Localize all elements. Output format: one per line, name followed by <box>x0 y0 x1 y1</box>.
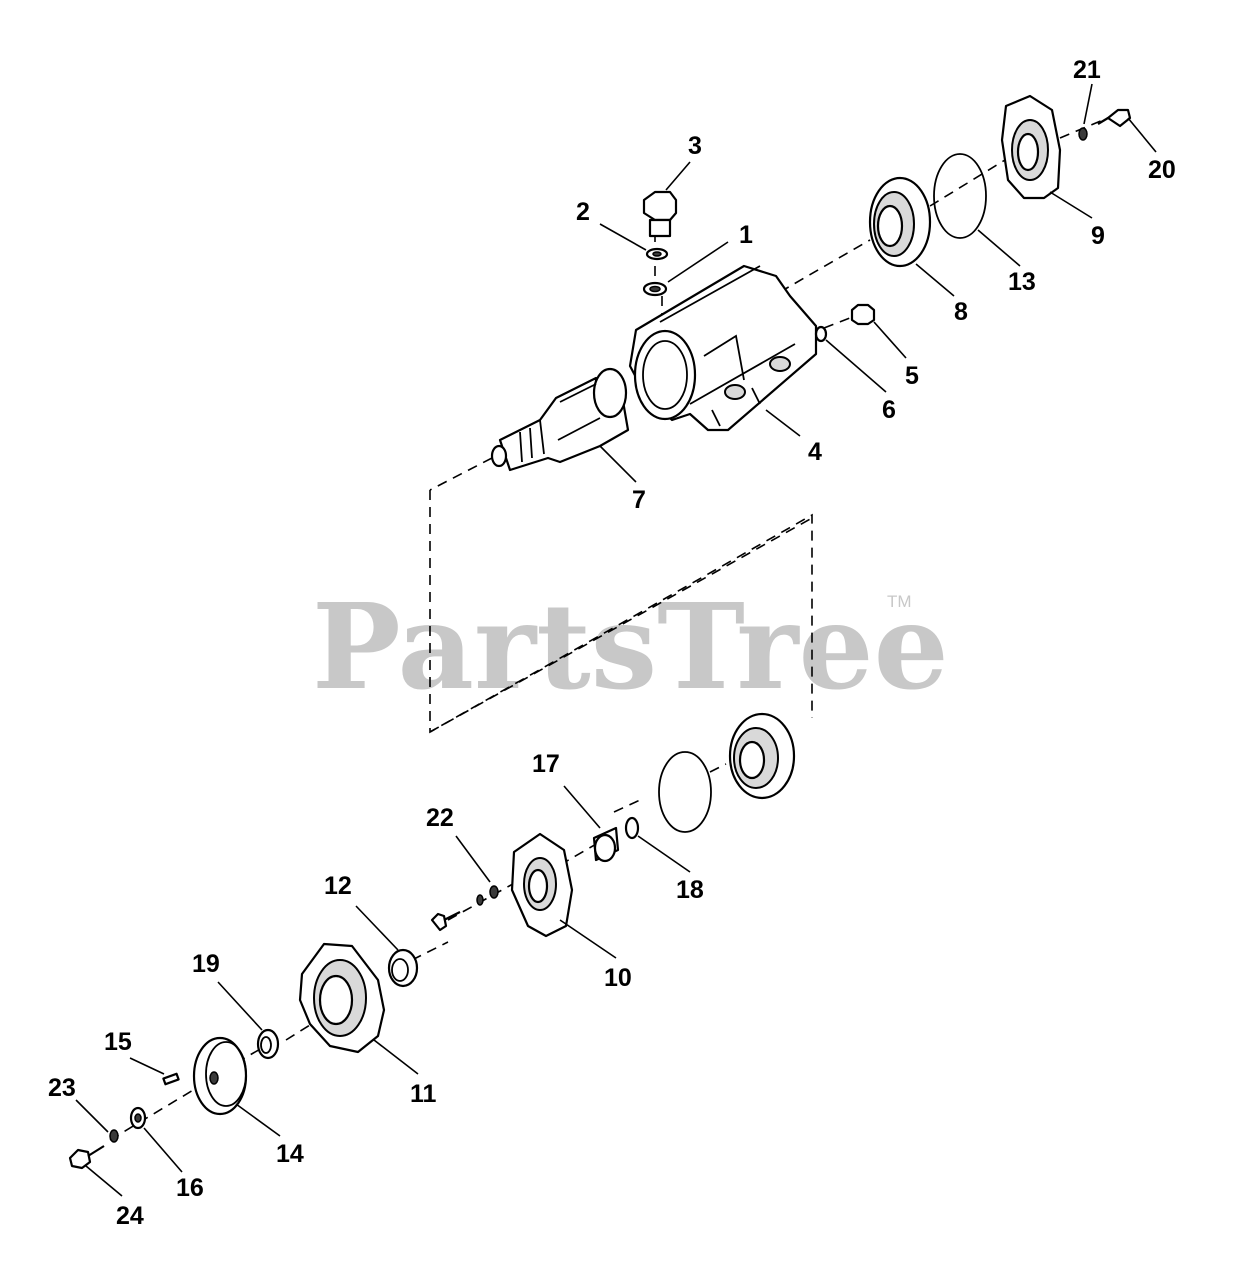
callout-11: 11 <box>410 1080 437 1108</box>
part-3-bolt[interactable] <box>642 190 678 238</box>
part-19-bushing[interactable] <box>256 1028 280 1060</box>
callout-13: 13 <box>1008 268 1036 296</box>
callout-12: 12 <box>324 872 352 900</box>
part-8-bearing[interactable] <box>868 176 932 268</box>
watermark-text: PartsTree <box>312 577 949 716</box>
part-17-bushing[interactable] <box>592 826 620 863</box>
callout-2: 2 <box>576 198 590 226</box>
lower-cap-screw[interactable] <box>430 911 461 932</box>
callout-21: 21 <box>1073 56 1101 84</box>
lower-bearing[interactable] <box>728 712 796 800</box>
part-23-lock-washer[interactable] <box>109 1129 119 1143</box>
callout-20: 20 <box>1148 156 1176 184</box>
callout-3: 3 <box>688 132 702 160</box>
lower-o-ring[interactable] <box>658 751 712 833</box>
watermark-trademark: TM <box>887 592 912 611</box>
callout-15: 15 <box>104 1028 132 1056</box>
part-4-housing[interactable] <box>628 264 818 432</box>
part-9-end-cap[interactable] <box>1000 94 1062 200</box>
part-24-bolt[interactable] <box>68 1145 105 1170</box>
part-6-o-ring[interactable] <box>814 325 828 343</box>
callout-8: 8 <box>954 298 968 326</box>
callout-6: 6 <box>882 396 896 424</box>
part-21-washer[interactable] <box>1078 127 1088 141</box>
part-22-washer[interactable] <box>476 885 499 906</box>
callout-labels: 1 2 3 4 5 6 7 8 9 10 11 12 13 14 15 16 1… <box>48 56 1176 1230</box>
part-13-o-ring[interactable] <box>933 153 987 239</box>
callout-4: 4 <box>808 438 822 466</box>
callout-14: 14 <box>276 1140 304 1168</box>
callout-24: 24 <box>116 1202 144 1230</box>
callout-9: 9 <box>1091 222 1105 250</box>
callout-17: 17 <box>532 750 560 778</box>
callout-22: 22 <box>426 804 454 832</box>
part-18-o-ring[interactable] <box>624 816 640 840</box>
callout-18: 18 <box>676 876 704 904</box>
part-1-washer[interactable] <box>642 281 668 297</box>
watermark: PartsTree TM <box>312 577 949 716</box>
part-2-lock-washer[interactable] <box>645 247 669 261</box>
part-12-spacer[interactable] <box>387 948 419 988</box>
callout-16: 16 <box>176 1174 204 1202</box>
part-5-plug[interactable] <box>850 303 876 326</box>
callout-19: 19 <box>192 950 220 978</box>
part-20-screw[interactable] <box>1097 108 1132 128</box>
assembly-guide-lines <box>109 116 1111 1141</box>
part-10-end-cap[interactable] <box>510 832 574 938</box>
part-11-pulley-housing[interactable] <box>298 942 386 1054</box>
part-15-key[interactable] <box>162 1072 180 1086</box>
part-7-shaft[interactable] <box>490 367 630 472</box>
callout-1: 1 <box>739 221 753 249</box>
part-14-pulley[interactable] <box>192 1036 248 1116</box>
callout-7: 7 <box>632 486 646 514</box>
callout-5: 5 <box>905 362 919 390</box>
callout-23: 23 <box>48 1074 76 1102</box>
callout-10: 10 <box>604 964 632 992</box>
callout-leaders <box>75 83 1157 1197</box>
part-16-washer[interactable] <box>129 1106 147 1130</box>
